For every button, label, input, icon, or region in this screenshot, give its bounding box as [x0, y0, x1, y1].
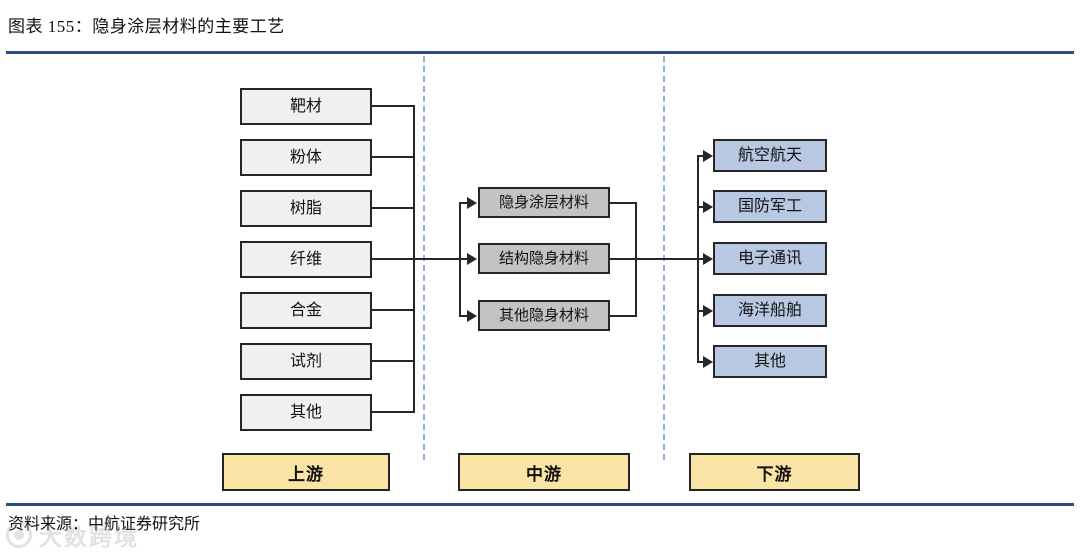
upstream-stub-4	[371, 258, 415, 260]
upstream-stub-5	[371, 309, 415, 311]
source-note: 资料来源：中航证券研究所	[8, 516, 201, 533]
arrow-downstream-4-icon	[703, 305, 713, 317]
downstream-node-1[interactable]: 航空航天	[713, 139, 827, 172]
midstream-branch-1	[459, 202, 469, 204]
upstream-node-5[interactable]: 合金	[240, 292, 372, 329]
midstream-node-2[interactable]: 结构隐身材料	[478, 243, 610, 274]
upstream-stub-7	[371, 411, 415, 413]
midstream-node-3[interactable]: 其他隐身材料	[478, 300, 610, 331]
downstream-node-2[interactable]: 国防军工	[713, 190, 827, 223]
midstream-stub-2	[609, 258, 637, 260]
midstream-stub-1	[609, 202, 637, 204]
upstream-node-2[interactable]: 粉体	[240, 139, 372, 176]
downstream-node-5[interactable]: 其他	[713, 345, 827, 378]
arrow-downstream-3-icon	[703, 253, 713, 265]
downstream-branch-1	[697, 155, 705, 157]
upstream-stub-6	[371, 360, 415, 362]
downstream-branch-5	[697, 361, 705, 363]
stage-label-midstream[interactable]: 中游	[458, 453, 630, 491]
stage-label-downstream[interactable]: 下游	[689, 453, 860, 491]
upstream-node-1[interactable]: 靶材	[240, 88, 372, 125]
arrow-midstream-1-icon	[467, 197, 477, 209]
stage-label-upstream[interactable]: 上游	[222, 453, 390, 491]
arrow-midstream-3-icon	[467, 310, 477, 322]
downstream-branch-2	[697, 206, 705, 208]
top-rule	[6, 51, 1074, 54]
midstream-stub-3	[609, 315, 637, 317]
arrow-midstream-2-icon	[467, 253, 477, 265]
upstream-to-midstream-trunk	[413, 258, 461, 260]
downstream-branch-3	[697, 258, 705, 260]
bottom-rule	[6, 503, 1074, 506]
arrow-downstream-2-icon	[703, 201, 713, 213]
upstream-node-7[interactable]: 其他	[240, 394, 372, 431]
upstream-stub-2	[371, 156, 415, 158]
downstream-node-4[interactable]: 海洋船舶	[713, 294, 827, 327]
downstream-branch-4	[697, 310, 705, 312]
upstream-node-3[interactable]: 树脂	[240, 190, 372, 227]
upstream-node-4[interactable]: 纤维	[240, 241, 372, 278]
midstream-to-downstream-trunk	[635, 258, 699, 260]
upstream-node-6[interactable]: 试剂	[240, 343, 372, 380]
midstream-branch-3	[459, 315, 469, 317]
midstream-node-1[interactable]: 隐身涂层材料	[478, 187, 610, 218]
upstream-stub-3	[371, 207, 415, 209]
arrow-downstream-5-icon	[703, 356, 713, 368]
downstream-node-3[interactable]: 电子通讯	[713, 242, 827, 275]
midstream-branch-2	[459, 258, 469, 260]
arrow-downstream-1-icon	[703, 150, 713, 162]
upstream-stub-1	[371, 105, 415, 107]
figure-title: 图表 155：隐身涂层材料的主要工艺	[8, 17, 285, 36]
